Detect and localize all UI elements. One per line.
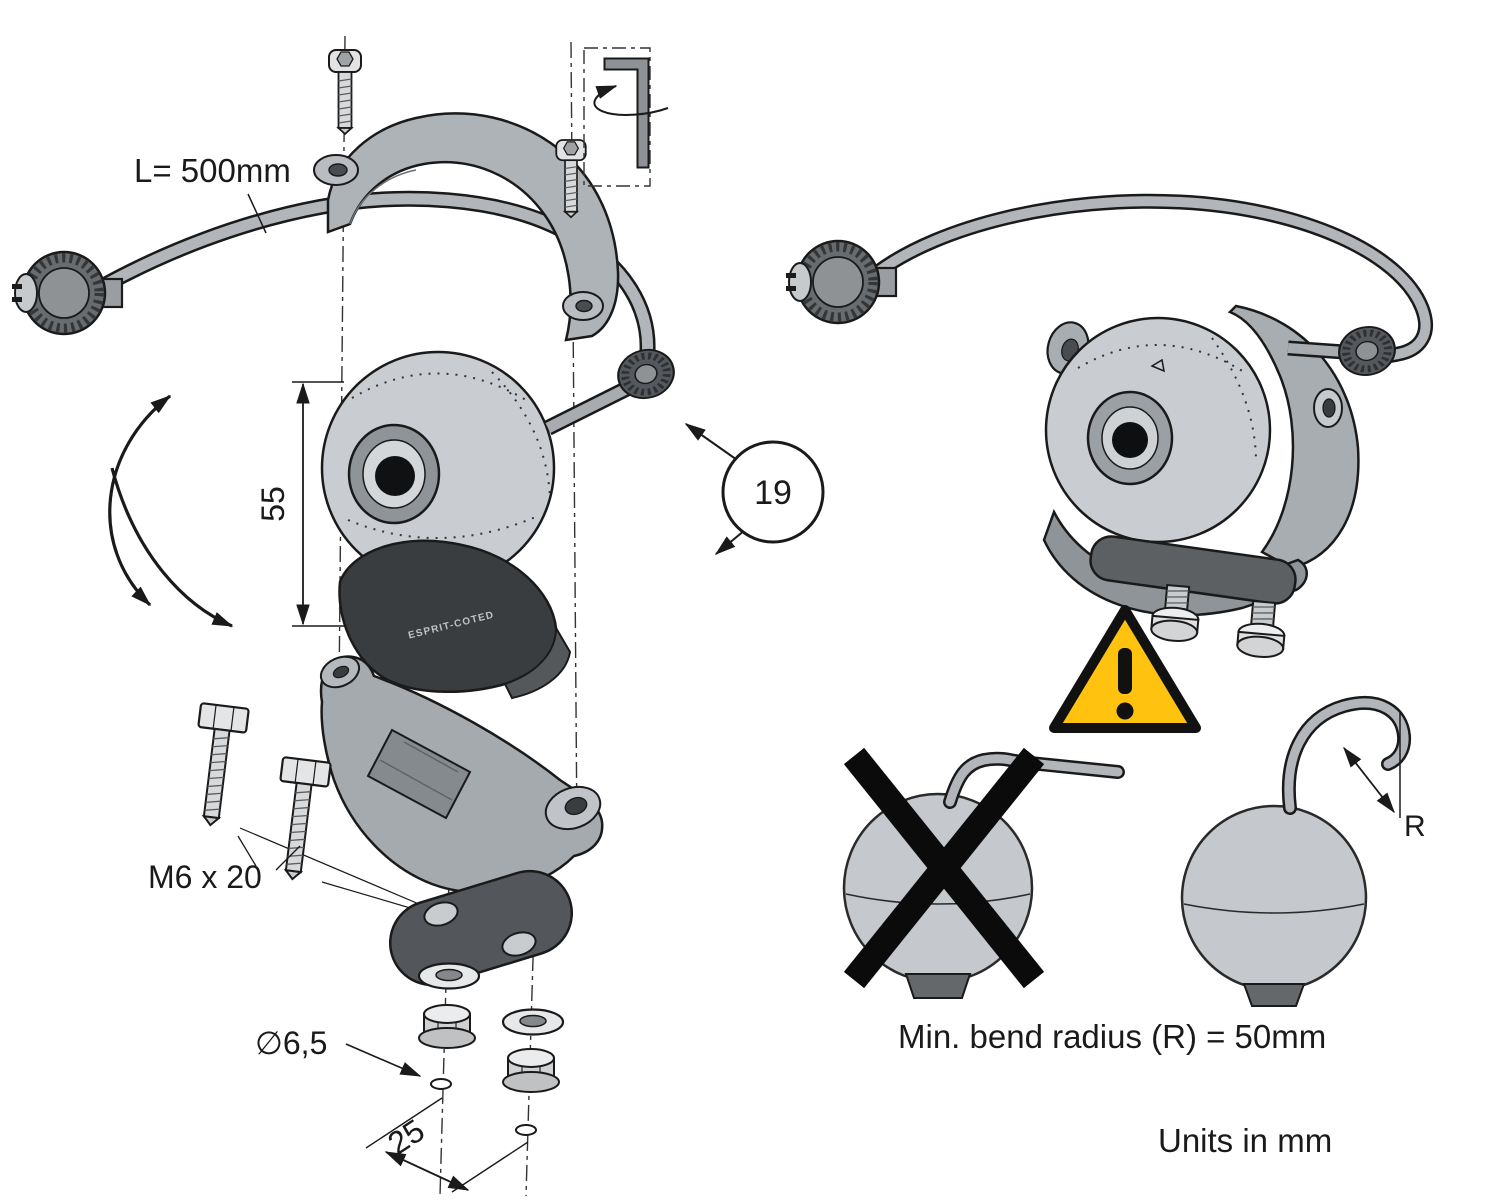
base-plate [1089,535,1297,605]
units-note-text: Units in mm [1158,1122,1332,1159]
fastener-stack-left [417,962,481,1090]
radius-symbol-text: R [1404,810,1426,843]
hex-bolt-2 [267,755,332,884]
cable-length-text: L= 500mm [134,152,291,189]
cable-right [870,193,1434,363]
washer-2 [501,1008,565,1036]
washer-1 [417,962,481,990]
cap-screw-1 [328,49,362,135]
hole-diameter-label: ∅6,5 [255,1025,422,1077]
locknut-2 [502,1048,560,1093]
rubber-pad: ESPRIT-COTED [338,539,572,700]
cable-left [95,190,656,366]
correct-example: R [1180,695,1426,1007]
wrong-example [842,747,1125,999]
alignment-mark-icon [1150,358,1165,373]
assembled-view [786,193,1434,660]
rotate-arrow-icon [593,85,669,116]
bracket-base [319,655,604,894]
hole-diameter-text: ∅6,5 [255,1025,327,1061]
wrench-size-indicator: 19 [684,423,825,555]
dim-55-text: 55 [255,486,291,522]
axle-and-gland [544,344,679,436]
assembled-unit [1042,304,1400,660]
camera-lens-right-icon [1086,390,1174,486]
locknut-1 [418,1004,476,1049]
cable-length-label: L= 500mm [134,152,291,234]
allen-key [583,47,669,187]
cable-gland-right [1335,322,1400,380]
cross-x-icon [843,747,1045,989]
swivel-arrows [108,394,234,628]
dim-25: 25 [365,1097,529,1193]
fastener-stack-right [501,1008,565,1136]
hex-bolt-1 [185,701,250,830]
dim-55: 55 [255,381,352,627]
mounting-stud-2 [1235,599,1289,660]
cable-connector-right [786,241,896,323]
camera-lens-icon [347,423,441,525]
wrench-size-text: 19 [754,474,792,512]
gasket-plate [388,869,574,987]
bolt-spec-text: M6 x 20 [148,859,262,895]
clamp-top-bracket [313,112,620,342]
warning-triangle-icon [1049,605,1201,733]
bend-radius-section: R Min. bend radius (R) = 50mm Units in m… [842,605,1426,1159]
camera-ball [320,350,556,586]
cable-connector-left [12,252,122,334]
min-bend-radius-text: Min. bend radius (R) = 50mm [898,1018,1326,1055]
hex-bolts: M6 x 20 [148,701,513,939]
exploded-view: L= 500mm 55 [12,35,825,1197]
